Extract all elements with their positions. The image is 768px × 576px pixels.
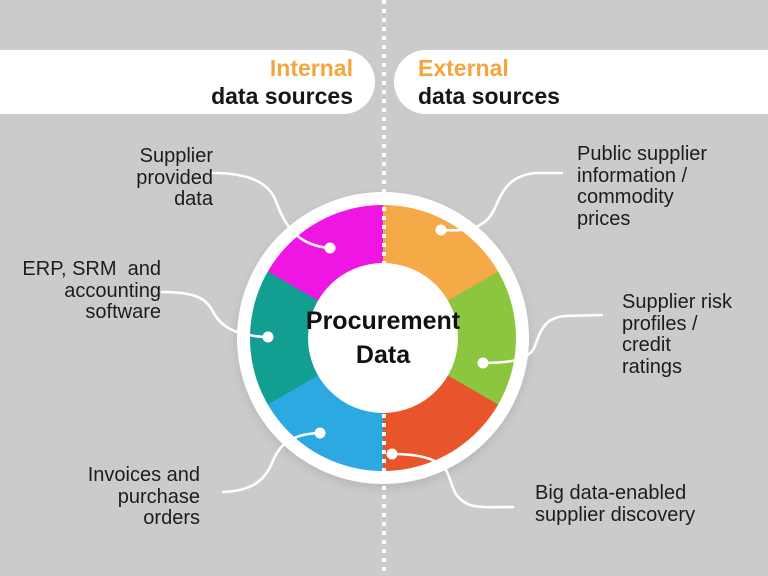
donut-center-label: Procurement Data bbox=[305, 263, 461, 413]
callout-line: commodity bbox=[577, 186, 674, 208]
callout-line: Supplier risk bbox=[622, 291, 733, 313]
banner-internal-data-sources: Internal data sources bbox=[0, 50, 375, 114]
center-label-line-2: Data bbox=[355, 341, 411, 369]
callout-line: ERP, SRM and bbox=[22, 258, 161, 280]
callout-line: Invoices and bbox=[87, 464, 200, 486]
center-label-line-1: Procurement bbox=[305, 307, 461, 335]
callout-public-supplier-information: Public supplier information / commodity … bbox=[577, 143, 708, 230]
banner-internal-subtitle: data sources bbox=[211, 83, 353, 109]
callout-erp-srm-accounting: ERP, SRM and accounting software bbox=[22, 258, 161, 324]
callout-line: profiles / bbox=[622, 312, 698, 335]
callout-supplier-provided-data: Supplier provided data bbox=[136, 145, 213, 211]
callout-line: information / bbox=[577, 164, 688, 187]
callout-line: Big data-enabled bbox=[535, 482, 687, 504]
banner-internal-title: Internal bbox=[269, 55, 353, 81]
banner-external-data-sources: External data sources bbox=[394, 50, 768, 114]
callout-line: Supplier bbox=[139, 145, 213, 167]
callout-big-data-supplier-discovery: Big data-enabled supplier discovery bbox=[535, 482, 696, 526]
banner-external-title: External bbox=[418, 55, 509, 81]
callout-line: provided bbox=[136, 166, 213, 189]
callout-line: data bbox=[174, 188, 213, 210]
banner-external-subtitle: data sources bbox=[418, 83, 560, 109]
callout-line: software bbox=[85, 301, 161, 323]
callout-line: orders bbox=[143, 507, 200, 529]
callout-invoices-purchase-orders: Invoices and purchase orders bbox=[87, 464, 200, 530]
callout-line: ratings bbox=[622, 355, 683, 378]
callout-line: prices bbox=[577, 207, 631, 230]
callout-line: supplier discovery bbox=[535, 503, 696, 526]
callout-line: accounting bbox=[64, 279, 161, 302]
callout-line: Public supplier bbox=[577, 143, 708, 165]
callout-line: credit bbox=[622, 334, 671, 356]
callout-line: purchase bbox=[117, 485, 200, 508]
callout-supplier-risk-profiles: Supplier risk profiles / credit ratings bbox=[622, 291, 733, 378]
